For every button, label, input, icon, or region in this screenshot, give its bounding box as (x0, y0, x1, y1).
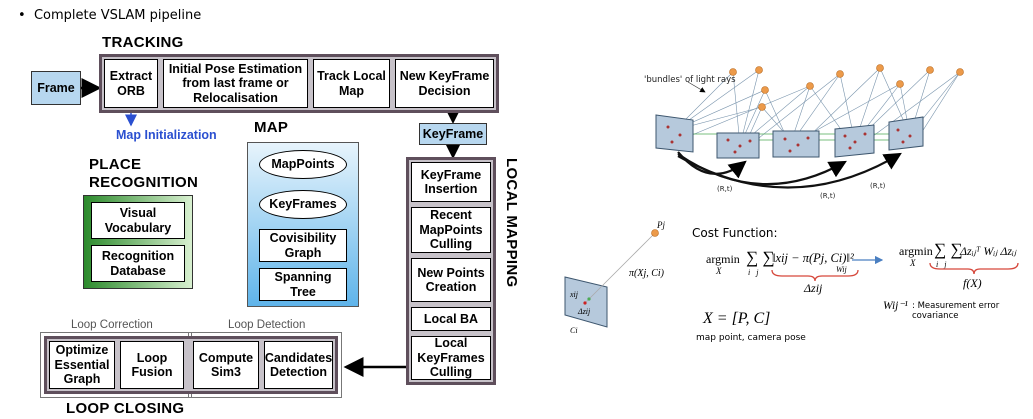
camera-label: Ci (570, 326, 578, 335)
bullet-text: Complete VSLAM pipeline (33, 8, 202, 23)
map-points-3d (729, 64, 964, 111)
norm-expression: ‖xij − π(Pj, Ci)‖² (772, 251, 854, 265)
map-spanning-tree: Spanning Tree (259, 268, 347, 301)
map-mappoints: MapPoints (259, 150, 347, 179)
x-definition: X = [P, C] (703, 310, 771, 327)
sum-left: ∑ ∑ (746, 248, 775, 267)
tracking-step-initial-pose: Initial Pose Estimation from last frame … (163, 59, 308, 108)
observed-point (587, 297, 591, 301)
cost-arrow (852, 255, 884, 265)
projected-point (583, 301, 587, 305)
optimize-essential-graph: Optimize Essential Graph (49, 341, 115, 389)
local-mapping-step-keyframe-insertion: KeyFrame Insertion (411, 162, 491, 202)
local-mapping-step-local-ba: Local BA (411, 307, 491, 331)
observation-label: xij (570, 290, 578, 299)
map-covisibility-graph: Covisibility Graph (259, 229, 347, 262)
pose-label-2: (R,t) (820, 192, 836, 200)
loop-fusion: Loop Fusion (120, 341, 184, 389)
delta-z-label: Δzij (578, 307, 591, 316)
compute-sim3: Compute Sim3 (193, 341, 259, 389)
bundle-adjustment-figure (655, 64, 964, 189)
loop-closing-title: LOOP CLOSING (66, 400, 185, 417)
brace-dz (771, 269, 859, 282)
tracking-step-extract-orb: Extract ORB (104, 59, 158, 108)
loop-detection-label: Loop Detection (228, 319, 306, 331)
tracking-step-track-local-map: Track Local Map (313, 59, 390, 108)
place-recognition-title-line2: RECOGNITION (89, 174, 199, 191)
slide-bullet: • Complete VSLAM pipeline (18, 8, 202, 23)
bundles-label: 'bundles' of light rays (644, 75, 736, 85)
x-description: map point, camera pose (696, 333, 806, 343)
covariance-description: : Measurement error covariance (912, 301, 1000, 321)
recognition-database: Recognition Database (91, 245, 185, 282)
local-mapping-step-new-points: New Points Creation (411, 258, 491, 302)
sum-right-sub: i j (936, 260, 947, 269)
norm-sub: Wij (836, 265, 847, 274)
map-initialization-label: Map Initialization (116, 128, 217, 142)
w-inverse: Wij⁻¹ (883, 300, 908, 312)
tracking-title: TRACKING (102, 34, 184, 51)
f-of-x: f(X) (963, 276, 982, 290)
argmin-right: argmin (899, 244, 933, 258)
image-points (666, 125, 912, 154)
keyframe-box: KeyFrame (419, 123, 487, 145)
argmin-left: argmin (706, 252, 740, 266)
place-recognition-title: PLACE RECOGNITION (89, 156, 198, 192)
pose-label-3: (R,t) (870, 182, 886, 190)
map-point-pj (651, 229, 659, 237)
local-mapping-step-mappoints-culling: Recent MapPoints Culling (411, 207, 491, 253)
visual-vocabulary: Visual Vocabulary (91, 202, 185, 239)
argmin-left-sub: X (716, 266, 722, 276)
local-mapping-step-keyframes-culling: Local KeyFrames Culling (411, 336, 491, 380)
map-title: MAP (254, 119, 289, 136)
candidates-detection: Candidates Detection (264, 341, 333, 389)
brace-fx (929, 262, 1019, 275)
pose-label-1: (R,t) (717, 185, 733, 193)
frame-box: Frame (31, 71, 81, 105)
quadratic-expression: Δzᵢⱼᵀ Wᵢⱼ Δzᵢⱼ (960, 244, 1017, 258)
map-keyframes: KeyFrames (259, 190, 347, 219)
tracking-step-keyframe-decision: New KeyFrame Decision (395, 59, 494, 108)
projection-ray (584, 232, 656, 304)
sum-right: ∑ ∑ (934, 240, 963, 259)
argmin-right-sub: X (910, 258, 916, 268)
local-mapping-title: LOCAL MAPPING (503, 158, 520, 288)
delta-z-under: Δzij (804, 281, 823, 295)
projection-label: π(Xj, Ci) (629, 268, 665, 279)
sum-left-sub: i j (748, 268, 759, 277)
projection-diagram (564, 229, 659, 328)
place-recognition-title-line1: PLACE (89, 156, 142, 173)
point-label-pj: Pj (657, 220, 665, 230)
loop-correction-label: Loop Correction (71, 319, 153, 331)
cost-function-title: Cost Function: (692, 226, 778, 240)
